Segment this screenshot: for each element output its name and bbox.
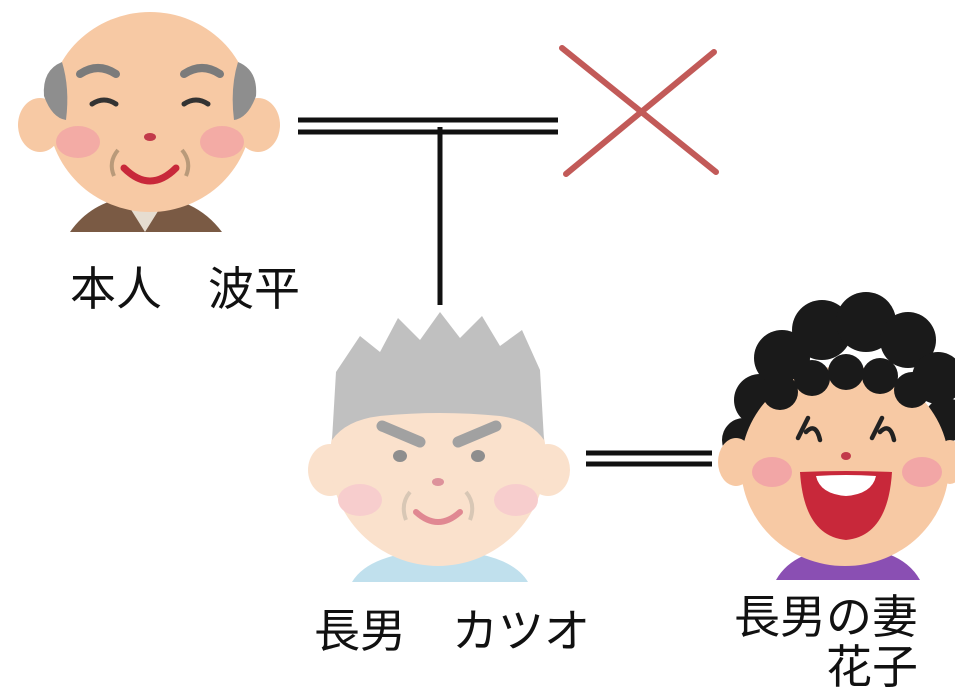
- son-avatar: [308, 312, 570, 582]
- marriage-line-grandfather: [298, 117, 558, 135]
- son-wife-title-label: 長男の妻: [734, 590, 918, 644]
- deceased-spouse-cross-icon: [559, 45, 719, 177]
- son-wife-avatar: [718, 292, 955, 580]
- grandfather-avatar: [18, 12, 280, 232]
- son-name-label: 長男 カツオ: [314, 604, 590, 658]
- grandfather-name-label: 本人 波平: [70, 262, 300, 316]
- son-wife-name-label: 花子: [826, 640, 918, 693]
- marriage-line-son: [586, 450, 712, 467]
